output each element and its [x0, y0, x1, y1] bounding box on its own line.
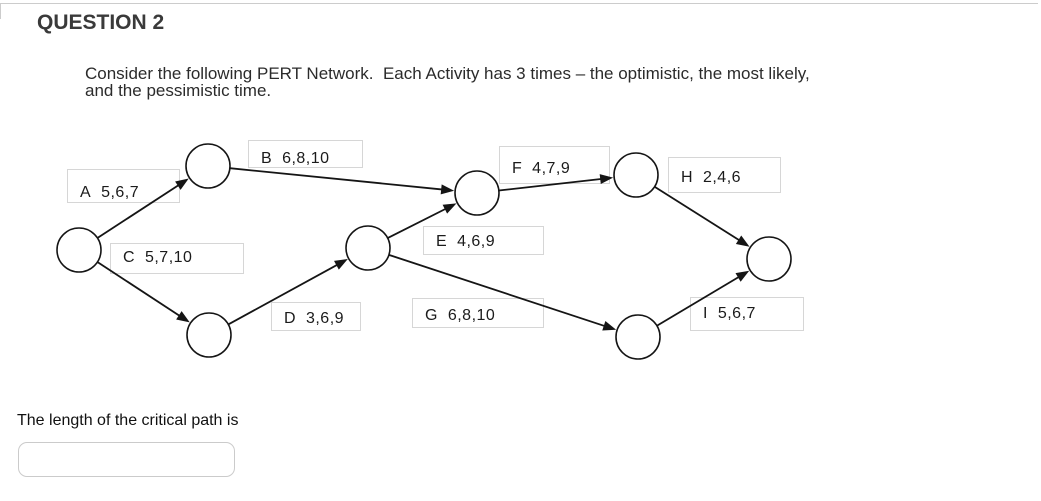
pert-node-7: [615, 314, 661, 360]
activity-arrow-line-H: [654, 185, 742, 243]
pert-node-4: [345, 225, 391, 271]
pert-node-5: [454, 170, 500, 216]
activity-arrow-line-A: [96, 183, 181, 239]
instructions-line-1: Consider the following PERT Network. Eac…: [85, 64, 810, 83]
question-instructions: Consider the following PERT Network. Eac…: [85, 65, 810, 99]
activity-arrowhead-E: [442, 203, 457, 214]
critical-path-answer-input[interactable]: [18, 442, 235, 477]
activity-arrowhead-B: [440, 184, 455, 195]
activity-label-F: F 4,7,9: [512, 160, 570, 177]
pert-node-2: [185, 143, 231, 189]
activity-arrow-line-E: [387, 207, 448, 239]
activity-label-box-C: [110, 243, 244, 274]
activity-label-box-D: [271, 302, 361, 331]
critical-path-prompt: The length of the critical path is: [17, 412, 239, 429]
activity-label-box-B: [248, 140, 363, 168]
activity-arrow-line-F: [498, 177, 604, 192]
activity-label-D: D 3,6,9: [284, 310, 344, 327]
activity-arrowhead-C: [176, 311, 190, 323]
pert-node-8: [746, 236, 792, 282]
page-top-border: [0, 3, 1038, 4]
activity-arrow-line-B: [229, 167, 445, 191]
activity-label-box-E: [423, 226, 544, 255]
activity-label-G: G 6,8,10: [425, 307, 495, 324]
activity-arrow-line-C: [96, 261, 182, 318]
activity-label-box-H: [668, 157, 781, 193]
activity-label-H: H 2,4,6: [681, 169, 741, 186]
pert-node-6: [613, 152, 659, 198]
activity-arrowhead-G: [602, 320, 617, 331]
activity-arrowhead-H: [735, 235, 750, 247]
question-title: QUESTION 2: [37, 11, 165, 34]
activity-arrowhead-A: [175, 178, 189, 190]
activity-label-C: C 5,7,10: [123, 249, 192, 266]
pert-network-diagram: A 5,6,7 B 6,8,10 C 5,7,10 D 3,6,9 E 4,6,9 F 4…: [56, 140, 804, 360]
pert-node-1: [56, 227, 102, 273]
activity-arrow-line-D: [227, 263, 340, 326]
activity-label-B: B 6,8,10: [261, 150, 330, 167]
activity-label-box-I: [690, 297, 804, 331]
activity-label-box-F: [499, 146, 610, 184]
activity-label-E: E 4,6,9: [436, 233, 495, 250]
activity-arrowhead-I: [735, 270, 750, 282]
activity-label-box-A: [67, 169, 180, 203]
activity-arrow-line-I: [656, 275, 742, 327]
activity-label-A: A 5,6,7: [80, 184, 139, 201]
activity-label-box-G: [412, 298, 544, 328]
activity-arrow-line-G: [388, 254, 607, 328]
instructions-line-2: and the pessimistic time.: [85, 81, 272, 100]
activity-arrowhead-F: [599, 174, 614, 185]
activity-label-I: I 5,6,7: [703, 305, 756, 322]
pert-node-3: [186, 312, 232, 358]
page-left-border: [0, 3, 1, 19]
activity-arrowhead-D: [334, 259, 348, 270]
